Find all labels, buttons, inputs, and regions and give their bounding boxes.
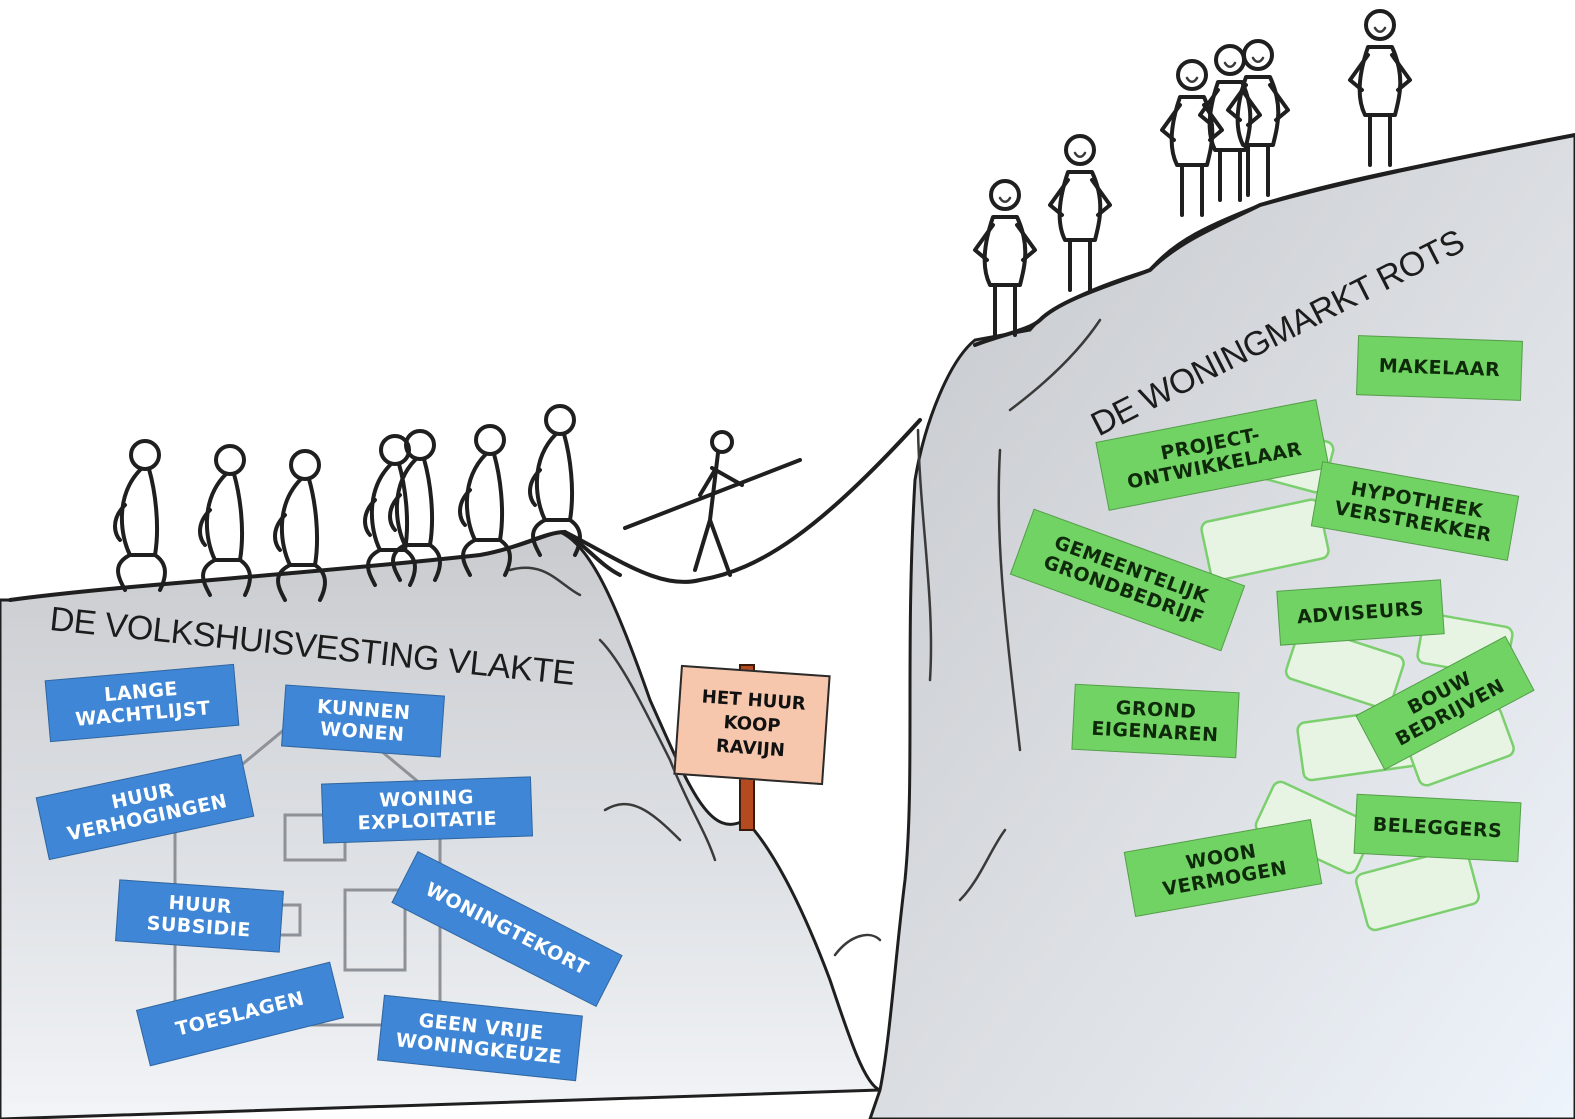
tag-woning-exploitatie: WONING EXPLOITATIE: [321, 776, 533, 844]
crouching-figure: [198, 444, 252, 597]
terrain-ridge-lines: [8, 133, 1575, 957]
rock-figures: [973, 9, 1412, 337]
tag-adviseurs: ADVISEURS: [1276, 579, 1445, 646]
crouching-figure: [113, 439, 167, 592]
crouching-figure: [458, 424, 512, 577]
tightrope-walker: [623, 430, 802, 577]
tag-kunnen-wonen: KUNNEN WONEN: [281, 684, 445, 758]
tag-grond-eigenaren: GROND EIGENAREN: [1071, 683, 1240, 759]
plain-figures: [113, 404, 582, 602]
tag-huur-subsidie: HUUR SUBSIDIE: [115, 879, 284, 953]
crouching-figure: [528, 404, 582, 557]
standing-figure: [973, 179, 1037, 337]
tag-makelaar: MAKELAAR: [1356, 335, 1523, 401]
tag-beleggers: BELEGGERS: [1353, 793, 1522, 863]
standing-figure: [1226, 39, 1290, 197]
standing-figure: [1160, 59, 1224, 217]
ravine-sign: HET HUUR KOOP RAVIJN: [673, 664, 831, 786]
standing-figure: [1348, 9, 1412, 167]
tightrope: [563, 418, 922, 584]
standing-figure: [1048, 134, 1112, 292]
crouching-figure: [273, 449, 327, 602]
crouching-figure: [388, 429, 442, 582]
